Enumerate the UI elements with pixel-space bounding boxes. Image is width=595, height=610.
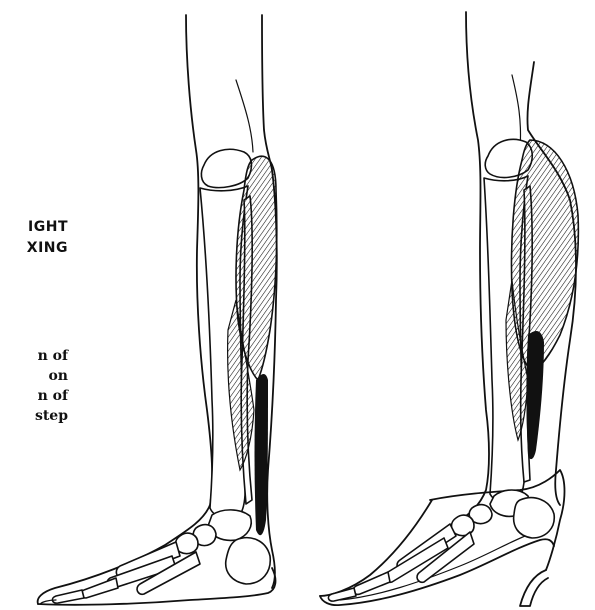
shoe-heel	[520, 570, 548, 606]
achilles-tendon	[255, 374, 269, 535]
calcaneus-bone	[226, 538, 271, 584]
calf-muscle	[511, 140, 578, 372]
toe-phalanges	[80, 578, 118, 598]
leg-outline-front	[38, 15, 213, 604]
leg-high-heel-figure	[320, 12, 578, 606]
achilles-tendon	[527, 331, 545, 459]
femur-condyle	[201, 149, 251, 187]
knee-crease	[236, 80, 253, 152]
leg-barefoot-figure	[38, 15, 277, 605]
leg-outline-front	[456, 12, 489, 522]
toe-phalanges-2	[52, 590, 84, 603]
calcaneus-bone	[514, 498, 555, 538]
